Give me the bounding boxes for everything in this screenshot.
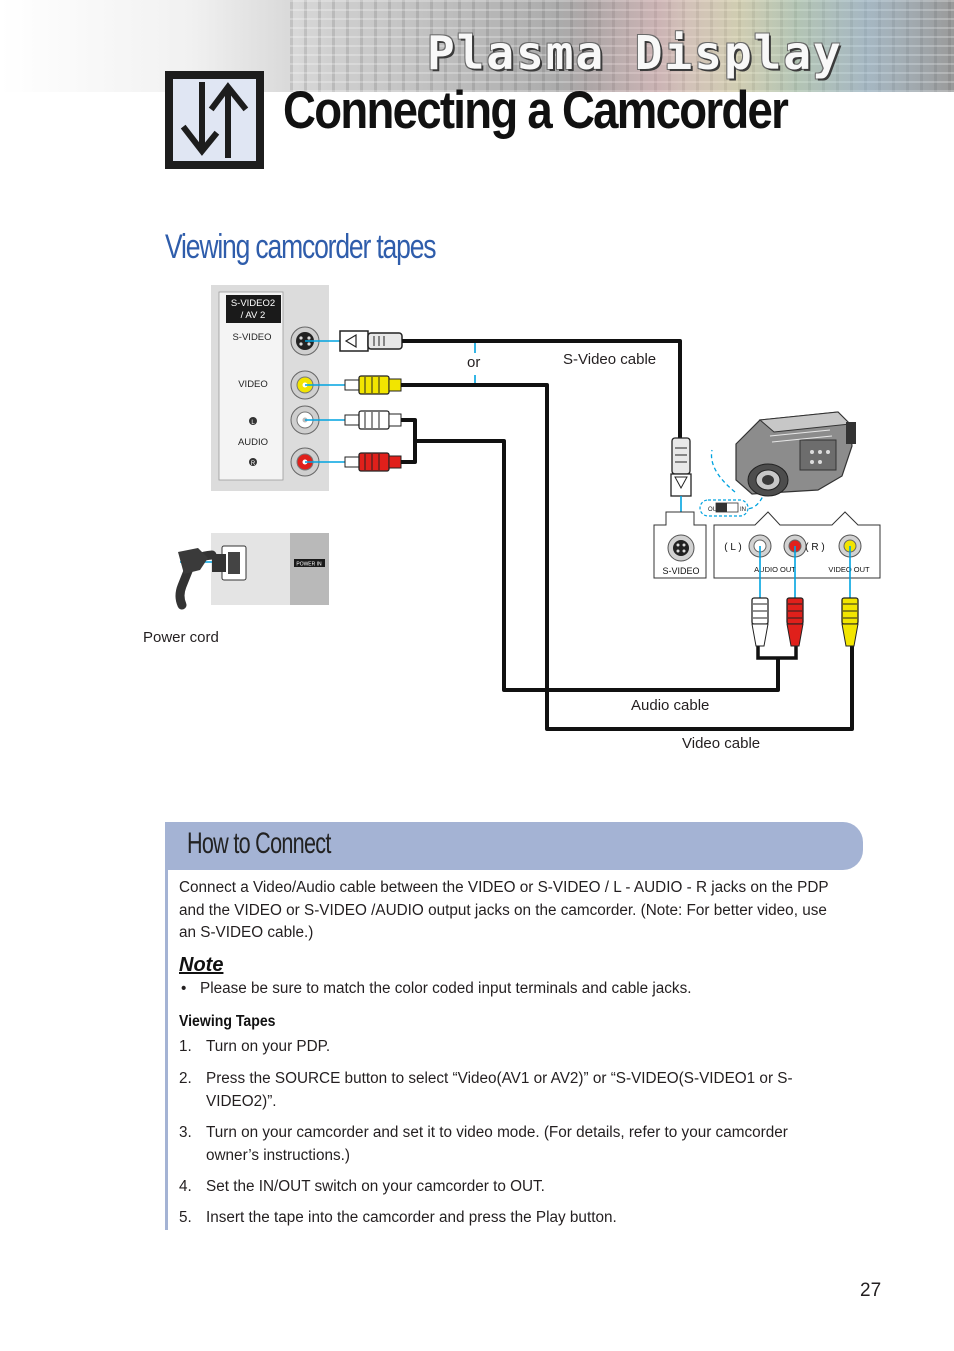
- step-number: 5.: [179, 1209, 192, 1226]
- svideo-cable-label: S-Video cable: [563, 351, 657, 368]
- step-text: Press the SOURCE button to select “Video…: [206, 1070, 793, 1110]
- page-number: 27: [860, 1280, 882, 1301]
- out-in-switch: OUT IN: [699, 499, 749, 517]
- tv-svideo-label: S-VIDEO: [232, 332, 271, 343]
- cam-audio-l-label: ( L ): [724, 542, 741, 553]
- cam-audio-out-label: AUDIO OUT: [754, 565, 796, 574]
- svideo-cable: [402, 339, 682, 440]
- header-banner: Plasma Display: [0, 0, 954, 92]
- note-text: Please be sure to match the color coded …: [200, 980, 692, 997]
- svideo2-av2-header-line2: / AV 2: [241, 310, 266, 321]
- tv-audio-l-label: L: [251, 420, 255, 426]
- audio-cable-label: Audio cable: [631, 697, 710, 714]
- camcorder-illustration: [710, 411, 856, 510]
- video-cable: [401, 383, 854, 731]
- banner-circuit-pattern: [290, 0, 954, 92]
- cam-audio-l-plug: [751, 597, 769, 647]
- audio-cable: [401, 418, 417, 464]
- banner-title: Plasma Display: [427, 26, 843, 80]
- tv-video-plug: [344, 375, 402, 395]
- step-number: 4.: [179, 1178, 192, 1195]
- page-title: Connecting a Camcorder: [283, 81, 789, 140]
- intro-paragraph: Connect a Video/Audio cable between the …: [179, 879, 829, 941]
- tv-input-panel: S-VIDEO2 / AV 2 S-VIDEO VIDEO L AUDIO R: [211, 285, 329, 491]
- step-text: Turn on your camcorder and set it to vid…: [206, 1124, 788, 1164]
- switch-out-label: OUT: [708, 507, 721, 513]
- banner-color-wash: [560, 0, 954, 92]
- section-rule: [165, 870, 168, 1230]
- switch-in-label: IN: [740, 507, 746, 513]
- cam-svideo-plug: [670, 437, 692, 537]
- how-to-connect-title: How to Connect: [187, 827, 331, 860]
- section-title: Viewing camcorder tapes: [165, 228, 437, 266]
- tv-audio-r-label: R: [251, 461, 256, 467]
- power-cord-label: Power cord: [143, 629, 219, 646]
- tv-video-label: VIDEO: [238, 379, 268, 390]
- cam-jack-panel: S-VIDEO ( L ) ( R ) AUDIO OUT VIDEO OUT: [653, 511, 881, 598]
- note-heading: Note: [179, 954, 224, 976]
- tv-svideo-plug: [339, 330, 403, 352]
- cam-svideo-label: S-VIDEO: [662, 566, 699, 576]
- step-text: Insert the tape into the camcorder and p…: [206, 1209, 617, 1226]
- video-cable-label: Video cable: [682, 735, 761, 752]
- svideo2-av2-header: S-VIDEO2: [231, 298, 275, 309]
- tv-audio-r-plug: [344, 452, 402, 472]
- step-number: 3.: [179, 1124, 192, 1141]
- cam-audio-r-label: ( R ): [805, 542, 824, 553]
- connection-diagram: S-VIDEO2 / AV 2 S-VIDEO VIDEO L AUDIO R: [175, 285, 881, 731]
- tv-audio-label: AUDIO: [238, 437, 268, 448]
- how-to-connect-header: How to Connect: [165, 822, 863, 870]
- step-text: Set the IN/OUT switch on your camcorder …: [206, 1178, 545, 1195]
- step-number: 2.: [179, 1070, 192, 1087]
- input-arrows-icon: [165, 71, 264, 169]
- or-label: or: [467, 354, 481, 371]
- step-text: Turn on your PDP.: [206, 1038, 331, 1055]
- tv-audio-l-plug: [344, 410, 402, 430]
- power-in-label: POWER IN: [296, 562, 322, 568]
- cam-video-plug: [841, 597, 859, 647]
- step-number: 1.: [179, 1038, 192, 1055]
- viewing-tapes-heading: Viewing Tapes: [179, 1013, 276, 1030]
- bullet: •: [181, 980, 187, 997]
- power-panel: POWER IN: [175, 533, 329, 610]
- cam-audio-r-plug: [786, 597, 804, 647]
